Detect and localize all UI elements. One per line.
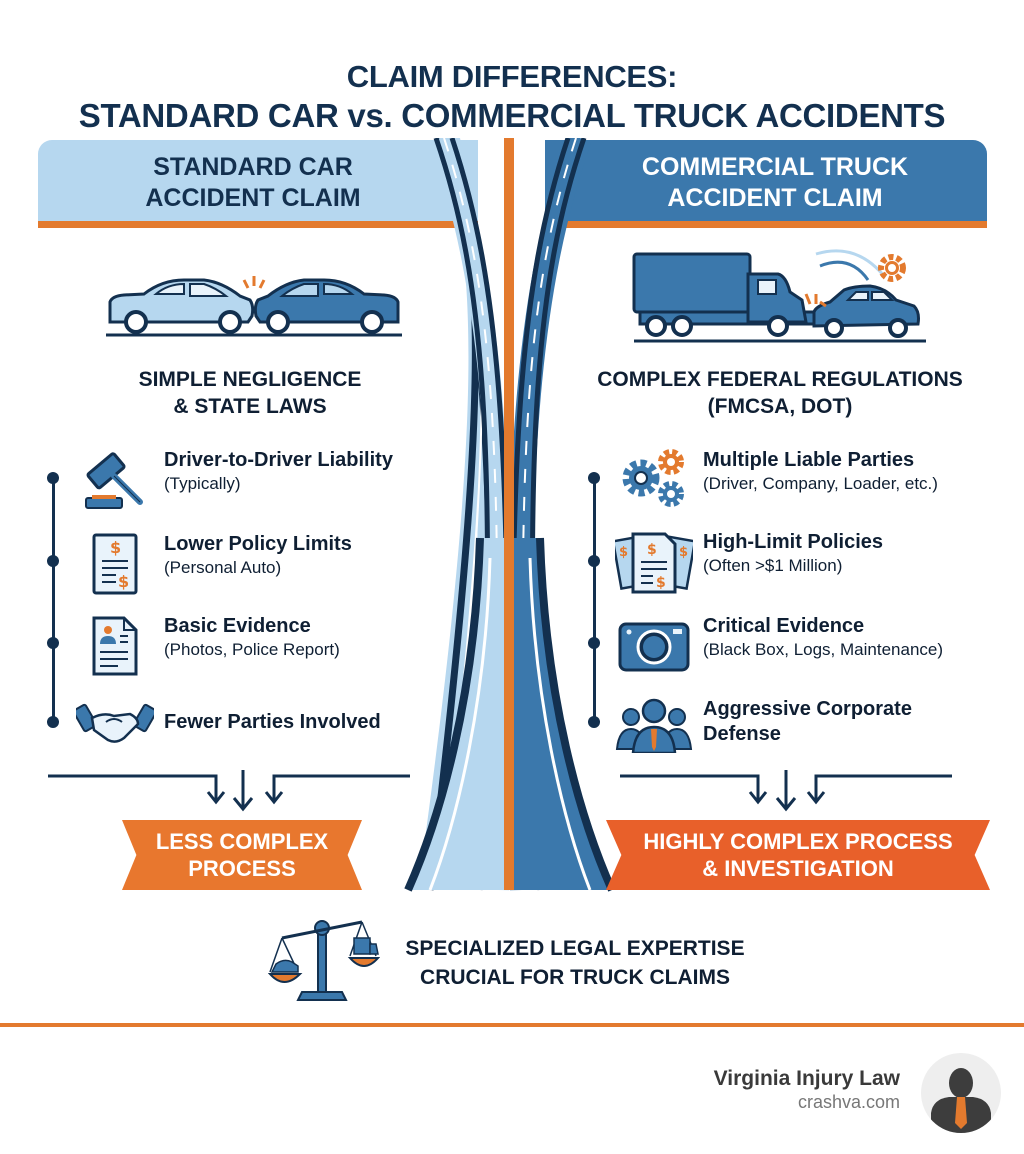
camera-icon (615, 614, 693, 680)
list-item: Critical Evidence (Black Box, Logs, Main… (615, 614, 943, 680)
svg-text:$: $ (647, 542, 657, 558)
brand-name: Virginia Injury Law (713, 1067, 900, 1090)
left-timeline (52, 478, 55, 723)
timeline-dot (588, 555, 600, 567)
lawyer-avatar-icon (921, 1053, 1001, 1133)
left-converging-arrows-icon (48, 770, 410, 812)
timeline-dot (588, 716, 600, 728)
specialized-expertise-message: SPECIALIZED LEGAL EXPERTISE CRUCIAL FOR … (405, 937, 745, 989)
timeline-dot (588, 472, 600, 484)
list-item: Driver-to-Driver Liability (Typically) (76, 448, 393, 514)
commercial-truck-header-label: COMMERCIAL TRUCK ACCIDENT CLAIM (641, 153, 909, 212)
standard-car-header: STANDARD CAR ACCIDENT CLAIM (38, 140, 478, 228)
list-item: Aggressive Corporate Defense (615, 697, 963, 753)
gavel-icon (76, 448, 154, 514)
svg-text:$: $ (110, 538, 121, 557)
list-item: $ $ Lower Policy Limits (Personal Auto) (76, 532, 352, 598)
list-item: $ $ $ $ High-Limit Policies (Often >$1 M… (615, 530, 883, 596)
timeline-dot (47, 472, 59, 484)
corporate-team-icon (615, 697, 693, 753)
diverging-road-graphic (404, 138, 616, 892)
right-subhead: COMPLEX FEDERAL REGULATIONS (FMCSA, DOT) (597, 368, 963, 418)
two-cars-collision-icon (106, 276, 402, 337)
brand-block: Virginia Injury Law crashva.com (714, 1066, 900, 1113)
handshake-icon (76, 700, 154, 746)
page-title: CLAIM DIFFERENCES: STANDARD CAR vs. COMM… (0, 58, 1024, 136)
list-item: Basic Evidence (Photos, Police Report) (76, 614, 340, 680)
list-item: Multiple Liable Parties (Driver, Company… (615, 448, 938, 514)
svg-text:$: $ (679, 545, 688, 560)
footer-divider (0, 1023, 1024, 1027)
highly-complex-ribbon: HIGHLY COMPLEX PROCESS & INVESTIGATION (606, 820, 990, 890)
brand-url[interactable]: crashva.com (797, 1092, 900, 1112)
timeline-dot (47, 555, 59, 567)
right-timeline (593, 478, 596, 723)
truck-car-collision-icon (632, 249, 926, 343)
title-line-1: CLAIM DIFFERENCES: (346, 59, 678, 94)
commercial-truck-header: COMMERCIAL TRUCK ACCIDENT CLAIM (545, 140, 987, 228)
svg-text:$: $ (656, 575, 666, 591)
title-line-2: STANDARD CAR vs. COMMERCIAL TRUCK ACCIDE… (78, 97, 946, 134)
less-complex-ribbon: LESS COMPLEX PROCESS (122, 820, 362, 890)
svg-text:$: $ (118, 572, 129, 591)
timeline-dot (588, 637, 600, 649)
standard-car-header-label: STANDARD CAR ACCIDENT CLAIM (145, 153, 361, 212)
timeline-dot (47, 637, 59, 649)
timeline-dot (47, 716, 59, 728)
stacked-dollar-documents-icon: $ $ $ $ (615, 530, 693, 596)
list-item: Fewer Parties Involved (76, 700, 381, 746)
right-converging-arrows-icon (620, 770, 952, 812)
svg-text:$: $ (619, 545, 628, 560)
scales-of-justice-icon (268, 920, 380, 1001)
report-document-icon (76, 614, 154, 680)
left-subhead: SIMPLE NEGLIGENCE & STATE LAWS (138, 368, 362, 418)
gears-icon (615, 448, 693, 514)
dollar-document-icon: $ $ (76, 532, 154, 598)
